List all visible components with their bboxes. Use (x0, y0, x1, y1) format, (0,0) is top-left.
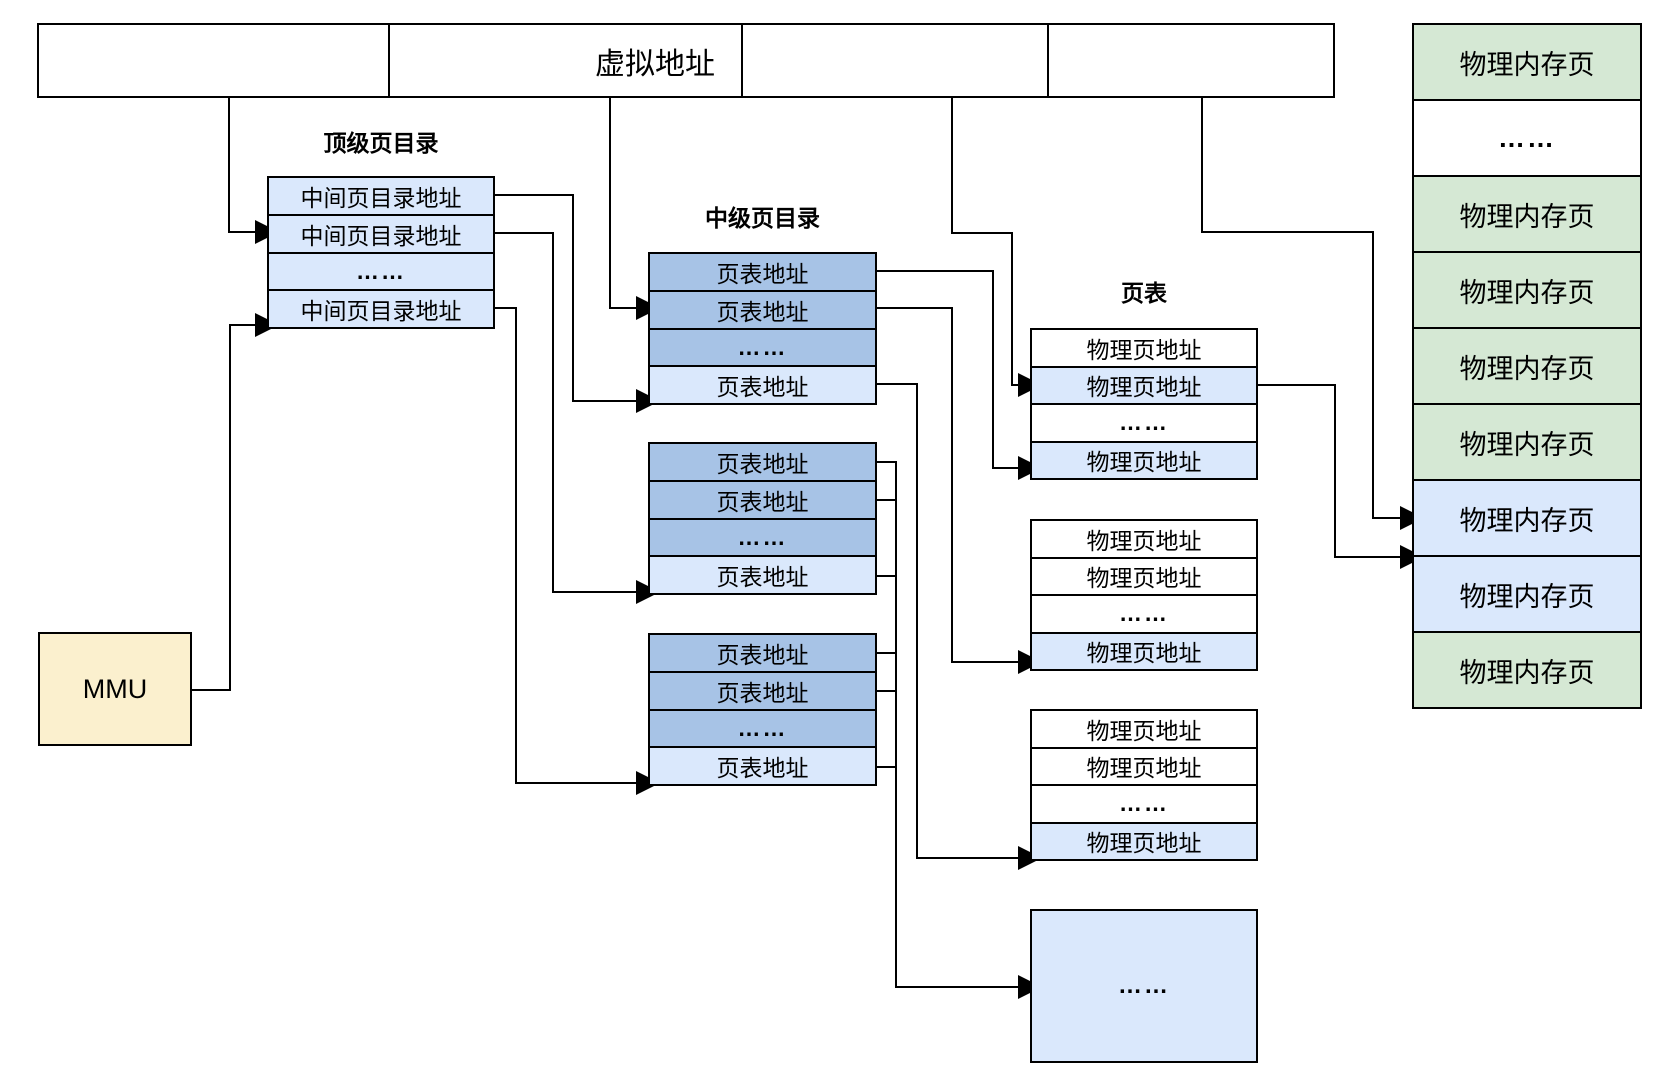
edge-mid23-to-ellipsis-box (877, 461, 1042, 999)
table-row: 物理页地址 (1032, 631, 1256, 669)
table-row: 物理页地址 (1032, 556, 1256, 594)
mid-directory-table-2: 页表地址 页表地址 …… 页表地址 (648, 442, 877, 595)
virtual-address-segment-2: 虚拟地址 (390, 23, 743, 98)
table-row: 物理页地址 (1032, 821, 1256, 859)
table-row: 物理页地址 (1032, 330, 1256, 366)
table-row: 页表地址 (650, 444, 875, 480)
memory-page-cell: 物理内存页 (1414, 479, 1640, 555)
memory-page-cell: 物理内存页 (1414, 403, 1640, 479)
top-directory-title: 顶级页目录 (323, 130, 439, 156)
table-row-ellipsis: …… (650, 327, 875, 366)
more-page-tables-box: …… (1030, 909, 1258, 1063)
edge-mid1row4-to-page-table-3 (877, 383, 1042, 870)
page-table-title: 页表 (1121, 280, 1167, 306)
mid-directory-table-3: 页表地址 页表地址 …… 页表地址 (648, 633, 877, 786)
memory-page-cell: 物理内存页 (1414, 25, 1640, 99)
page-table-3: 物理页地址 物理页地址 …… 物理页地址 (1030, 709, 1258, 861)
page-table-1: 物理页地址 物理页地址 …… 物理页地址 (1030, 328, 1258, 480)
table-row-ellipsis: …… (1032, 403, 1256, 441)
edge-mid1row1-to-page-table-1 (877, 270, 1042, 480)
table-row: 页表地址 (650, 365, 875, 403)
edge-toprow2-to-mid-directory-2 (495, 232, 660, 604)
table-row: 页表地址 (650, 635, 875, 671)
table-row-ellipsis: …… (650, 708, 875, 747)
memory-page-cell: 物理内存页 (1414, 555, 1640, 631)
table-row: 页表地址 (650, 555, 875, 593)
table-row-ellipsis: …… (650, 517, 875, 556)
table-row: 物理页地址 (1032, 521, 1256, 557)
mmu-box: MMU (38, 632, 192, 746)
table-row: 物理页地址 (1032, 746, 1256, 784)
table-row: 物理页地址 (1032, 711, 1256, 747)
table-row: 物理页地址 (1032, 440, 1256, 478)
memory-page-cell: 物理内存页 (1414, 175, 1640, 251)
virtual-address-segment-3 (743, 23, 1049, 98)
mid-directory-title: 中级页目录 (705, 205, 820, 231)
edge-mid1row2-to-page-table-2 (877, 307, 1042, 674)
memory-page-cell-ellipsis: …… (1414, 99, 1640, 175)
memory-page-cell: 物理内存页 (1414, 631, 1640, 707)
edge-bar3-to-page-table-1 (951, 97, 1042, 397)
edge-bar1-to-top-directory (228, 97, 279, 244)
table-row: 页表地址 (650, 289, 875, 328)
table-row-ellipsis: …… (1032, 784, 1256, 822)
virtual-address-segment-4 (1049, 23, 1335, 98)
table-row: 页表地址 (650, 479, 875, 518)
edge-toprow4-to-mid-directory-3 (495, 307, 660, 795)
table-row: 中间页目录地址 (269, 178, 493, 214)
table-row: 中间页目录地址 (269, 289, 493, 327)
table-row-ellipsis: …… (1032, 594, 1256, 632)
table-row: 中间页目录地址 (269, 213, 493, 252)
physical-memory-column: 物理内存页 …… 物理内存页 物理内存页 物理内存页 物理内存页 物理内存页 物… (1412, 23, 1642, 709)
table-row: 物理页地址 (1032, 365, 1256, 403)
table-row: 页表地址 (650, 746, 875, 784)
edge-bar2-to-mid-directory-1 (609, 97, 660, 320)
table-row: 页表地址 (650, 670, 875, 709)
memory-page-cell: 物理内存页 (1414, 327, 1640, 403)
top-directory-table: 中间页目录地址 中间页目录地址 …… 中间页目录地址 (267, 176, 495, 329)
virtual-address-label: 虚拟地址 (595, 47, 715, 81)
table-row: 页表地址 (650, 254, 875, 290)
mid-directory-table-1: 页表地址 页表地址 …… 页表地址 (648, 252, 877, 405)
edge-toprow1-to-mid-directory-1 (495, 194, 660, 413)
edge-pt1row2-to-memory-page-8 (1258, 384, 1424, 569)
table-row-ellipsis: …… (269, 251, 493, 290)
memory-page-cell: 物理内存页 (1414, 251, 1640, 327)
page-table-2: 物理页地址 物理页地址 …… 物理页地址 (1030, 519, 1258, 671)
virtual-address-segment-1 (37, 23, 390, 98)
edge-mmu-to-top-directory (192, 313, 279, 691)
